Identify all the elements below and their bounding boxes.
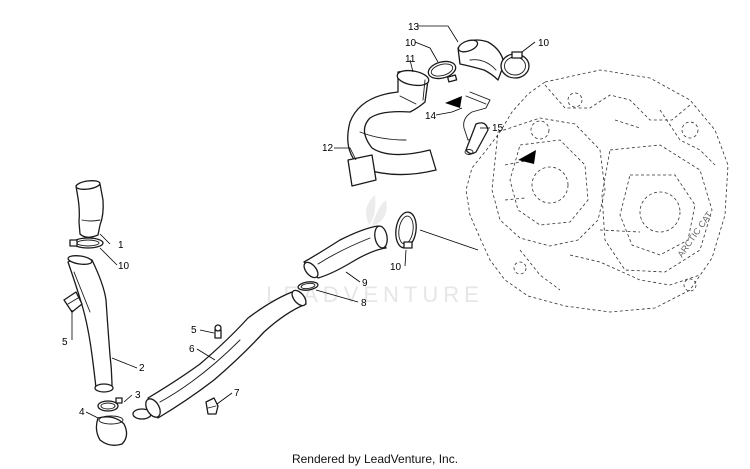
callout-8: 8	[361, 298, 367, 309]
leader-lines	[71, 25, 536, 419]
direction-arrow	[518, 150, 536, 164]
callout-6: 6	[189, 344, 195, 355]
retainer-bracket-14	[445, 91, 491, 141]
intake-tube-2	[67, 255, 114, 393]
intake-duct-1	[75, 180, 104, 238]
callout-1: 1	[118, 240, 124, 251]
callout-5-tube: 5	[191, 325, 197, 336]
svg-text:ARCTIC CAT: ARCTIC CAT	[675, 209, 714, 259]
fitting-5-left	[63, 291, 83, 313]
callout-5-left: 5	[62, 337, 68, 348]
hose-clamp-10-mid	[395, 211, 417, 249]
hose-clamp-10-top-left	[427, 60, 458, 83]
callout-10-mid: 10	[390, 262, 402, 273]
intake-hose-11	[347, 69, 437, 176]
callout-labels: 13 10 10 11 14 15 12 1 10 5 2 3 4 5 6 7 …	[62, 22, 550, 418]
callout-4: 4	[79, 407, 85, 418]
hose-clamp-3	[97, 397, 152, 420]
coupler-hose-9	[303, 225, 388, 279]
callout-2: 2	[139, 363, 145, 374]
callout-12: 12	[322, 143, 334, 154]
vent-hose-15	[464, 122, 489, 155]
hose-clamp-10-left	[69, 237, 104, 249]
hose-clamp-10-top-right	[500, 51, 530, 79]
elbow-boot-13	[457, 39, 505, 81]
fitting-5-tube	[214, 324, 222, 339]
fitting-7	[205, 397, 219, 415]
callout-3: 3	[135, 390, 141, 401]
engine-outline: ARCTIC CAT	[465, 69, 729, 313]
callout-15: 15	[492, 123, 504, 134]
callout-13: 13	[408, 22, 420, 33]
callout-14: 14	[425, 111, 437, 122]
callout-11: 11	[405, 54, 416, 65]
callout-10-left: 10	[118, 261, 130, 272]
footer-credit: Rendered by LeadVenture, Inc.	[291, 452, 459, 466]
warning-label-12	[347, 154, 377, 187]
callout-7: 7	[234, 388, 240, 399]
hose-clamp-8	[297, 281, 319, 291]
callout-10-top-left: 10	[405, 38, 417, 49]
elbow-fitting-4	[95, 415, 128, 446]
callout-9: 9	[362, 278, 368, 289]
callout-10-top-right: 10	[538, 38, 550, 49]
intake-tube-6	[145, 289, 307, 419]
